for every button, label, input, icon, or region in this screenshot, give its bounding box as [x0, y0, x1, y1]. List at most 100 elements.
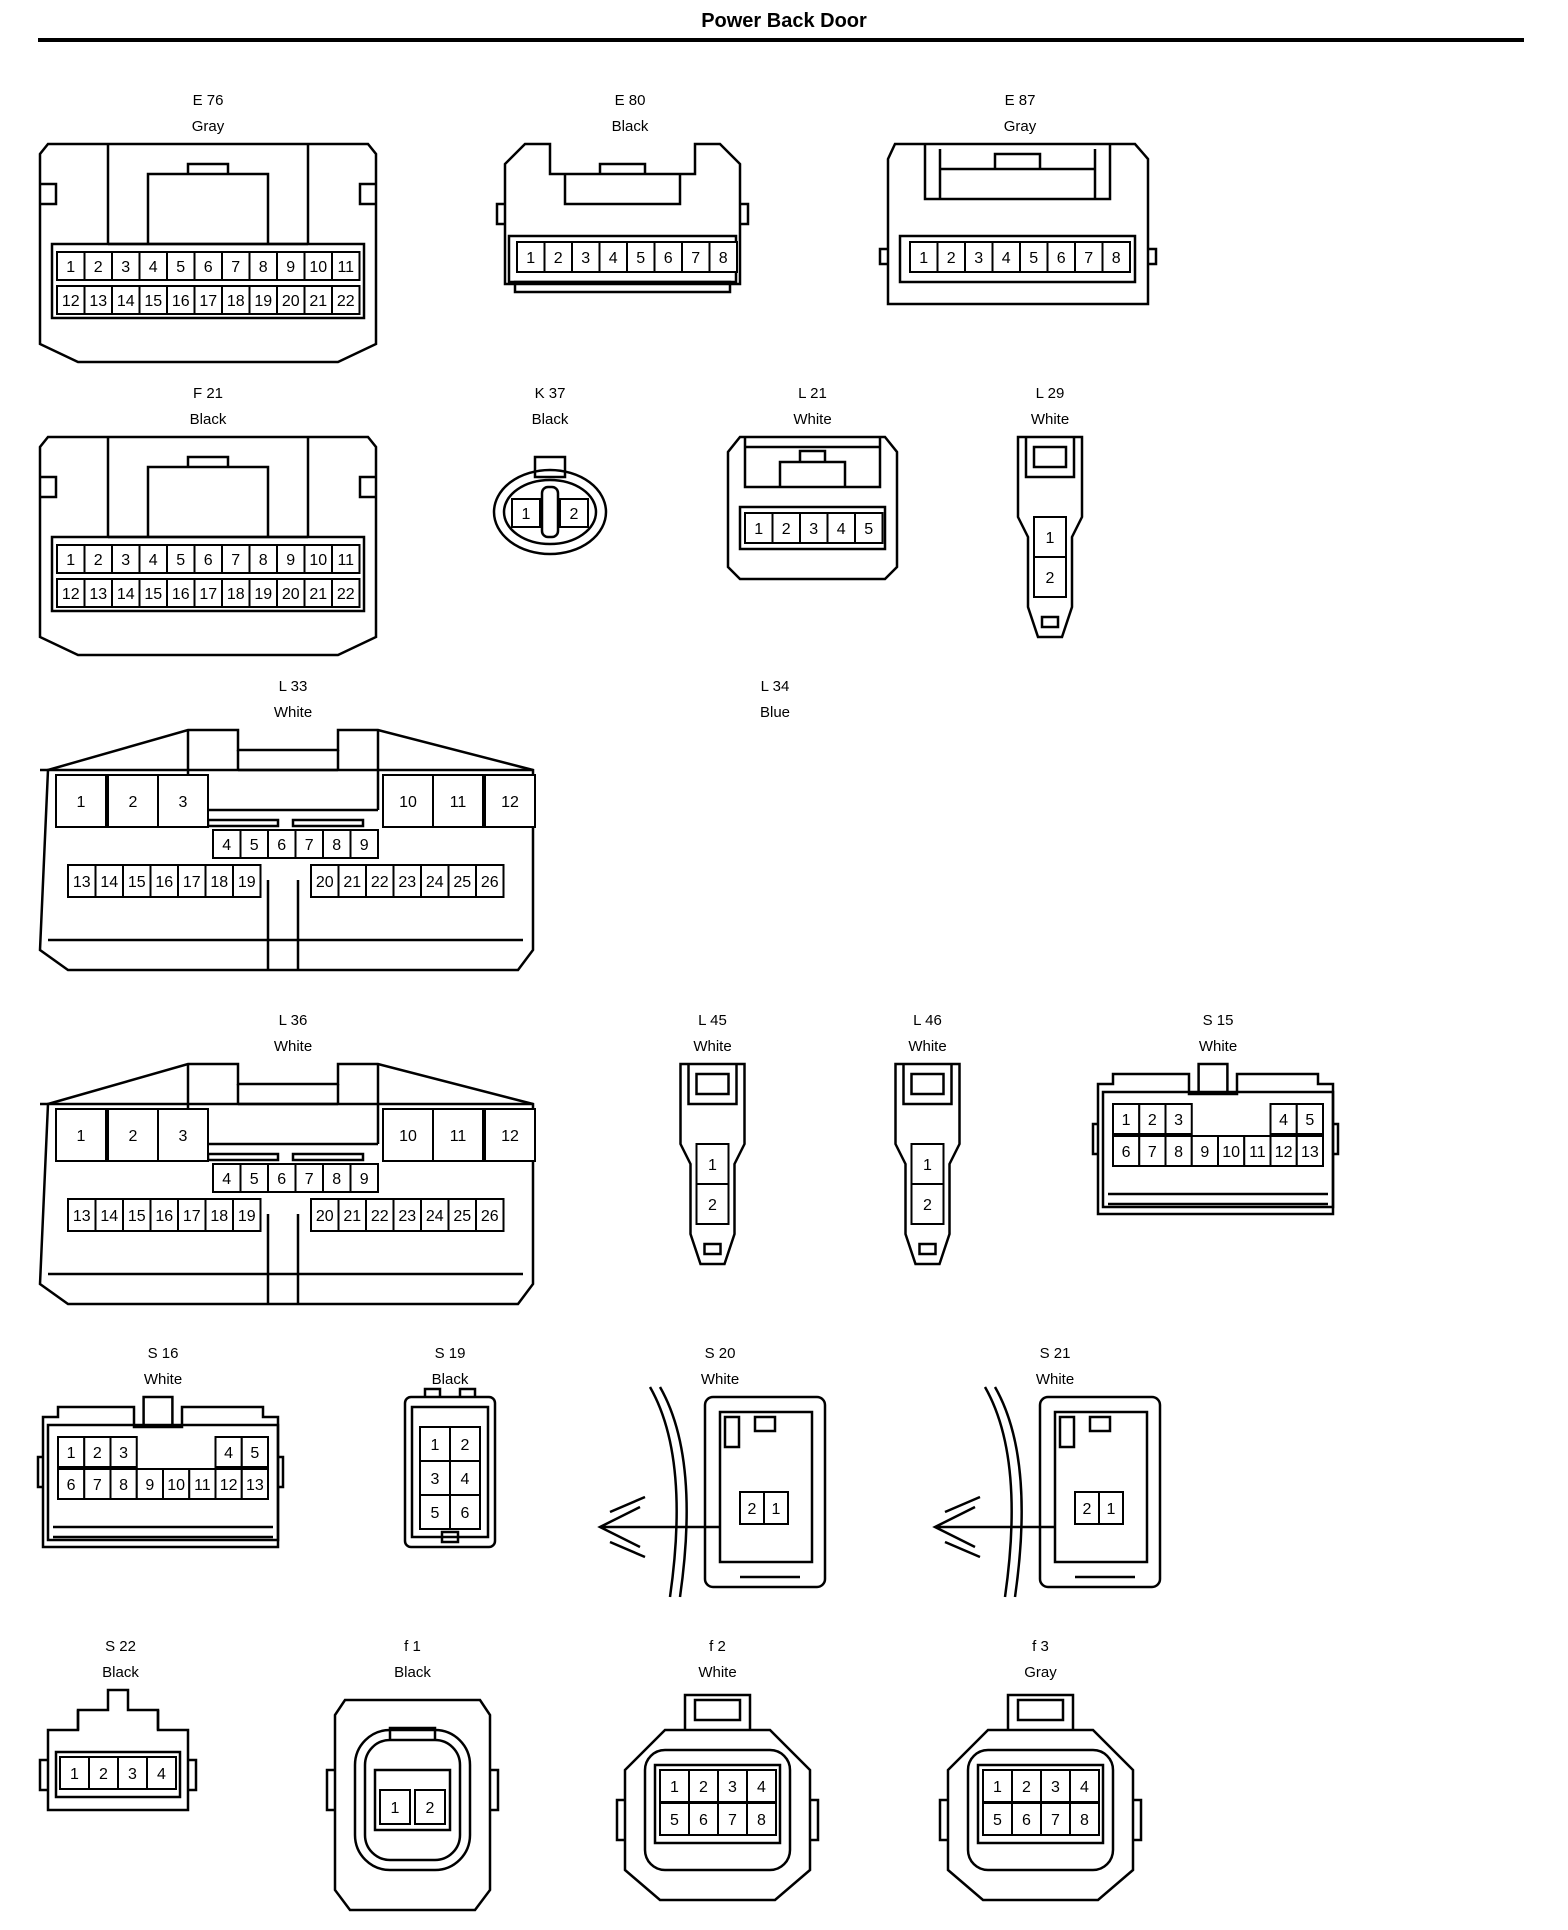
connector-housing: [38, 1688, 198, 1812]
pin-number: 2: [1148, 1112, 1157, 1129]
pin-cell: 4: [598, 241, 628, 273]
pin-cell: 5: [166, 251, 196, 281]
pin-cell: 6: [1046, 241, 1076, 273]
pin-number: 3: [128, 1766, 137, 1783]
pin-number: 3: [179, 794, 188, 811]
connector-housing: [679, 1062, 746, 1266]
connector-id: E 76: [192, 92, 224, 109]
pin-cell: 19: [248, 578, 278, 608]
pin-cell: 16: [166, 285, 196, 315]
pin-cell: 3: [964, 241, 994, 273]
pin-cell: 1: [55, 774, 107, 828]
pin-number: 1: [77, 1128, 86, 1145]
pin-number: 22: [371, 874, 389, 891]
pin-cell: 2: [688, 1769, 719, 1803]
pin-cell: 12: [484, 774, 536, 828]
connector-id: L 21: [798, 385, 827, 402]
connector-drawing: [665, 730, 885, 930]
connector-drawing: 12: [679, 1062, 746, 1266]
pin-cell: 4: [212, 1163, 242, 1193]
pin-number: 19: [238, 874, 256, 891]
pin-number: 10: [1222, 1144, 1240, 1161]
pin-number: 13: [89, 586, 107, 603]
pin-number: 15: [128, 874, 146, 891]
pin-number: 5: [176, 259, 185, 276]
pin-cell: 1: [56, 544, 86, 574]
pin-number: 4: [224, 1445, 233, 1462]
pin-cell: 13: [1295, 1135, 1324, 1167]
pin-number: 15: [128, 1208, 146, 1225]
pin-number: 14: [100, 1208, 118, 1225]
pin-number: 21: [309, 586, 327, 603]
pin-cell: 7: [294, 1163, 324, 1193]
pin-number: 1: [919, 250, 928, 267]
pin-cell: 5: [1019, 241, 1049, 273]
pin-cell: 9: [1190, 1135, 1219, 1167]
pin-number: 6: [699, 1812, 708, 1829]
pin-cell: 16: [166, 578, 196, 608]
pin-cell: 1: [982, 1769, 1013, 1803]
pin-number: 10: [399, 794, 417, 811]
pin-number: 4: [1002, 250, 1011, 267]
pin-cell: 4: [449, 1460, 481, 1496]
pin-cell: 14: [111, 578, 141, 608]
pin-cell: 2: [88, 1756, 119, 1790]
pin-cell: 22: [331, 285, 361, 315]
pin-number: 15: [144, 586, 162, 603]
connector-color: Gray: [1024, 1664, 1057, 1681]
pin-cell: 11: [1243, 1135, 1272, 1167]
pin-number: 12: [1275, 1144, 1293, 1161]
pin-number: 7: [231, 259, 240, 276]
pin-number: 2: [782, 521, 791, 538]
pin-number: 17: [183, 874, 201, 891]
pin-cell: 1: [659, 1769, 690, 1803]
connector-housing: [38, 435, 378, 657]
pin-number: 6: [277, 837, 286, 854]
connector-color: Gray: [191, 118, 225, 135]
pin-cell: 16: [149, 864, 179, 898]
pin-cell: 8: [248, 251, 278, 281]
pin-cell: 4: [146, 1756, 177, 1790]
pin-number: 5: [250, 1171, 259, 1188]
pin-cell: 4: [138, 251, 168, 281]
pin-cell: 4: [214, 1436, 243, 1468]
pin-number: 12: [62, 293, 80, 310]
pin-cell: 9: [349, 829, 379, 859]
pin-number: 5: [250, 1445, 259, 1462]
connector-color: Black: [431, 1371, 469, 1388]
pin-number: 10: [167, 1477, 185, 1494]
connector-id: S 19: [434, 1345, 466, 1362]
pin-cell: 11: [331, 251, 361, 281]
pin-cell: 2: [1138, 1103, 1167, 1135]
pin-number: 9: [360, 1171, 369, 1188]
connector-id: f 1: [404, 1638, 421, 1655]
connector-housing: [878, 142, 1158, 306]
pin-cell: 4: [1069, 1769, 1100, 1803]
pin-cell: 20: [276, 578, 306, 608]
pin-cell: 2: [936, 241, 966, 273]
pin-number: 11: [450, 794, 467, 811]
pin-number: 8: [1174, 1144, 1183, 1161]
pin-cell: 3: [157, 1108, 209, 1162]
pin-number: 3: [1051, 1779, 1060, 1796]
pin-cell: 3: [157, 774, 209, 828]
pin-number: 6: [1057, 250, 1066, 267]
connector-drawing: 12: [1016, 435, 1084, 639]
pin-cell: 19: [232, 864, 262, 898]
pin-cell: 1: [1112, 1103, 1141, 1135]
pin-cell: 8: [248, 544, 278, 574]
pin-number: 3: [431, 1471, 440, 1488]
pin-number: 1: [993, 1779, 1002, 1796]
pin-cell: 19: [248, 285, 278, 315]
